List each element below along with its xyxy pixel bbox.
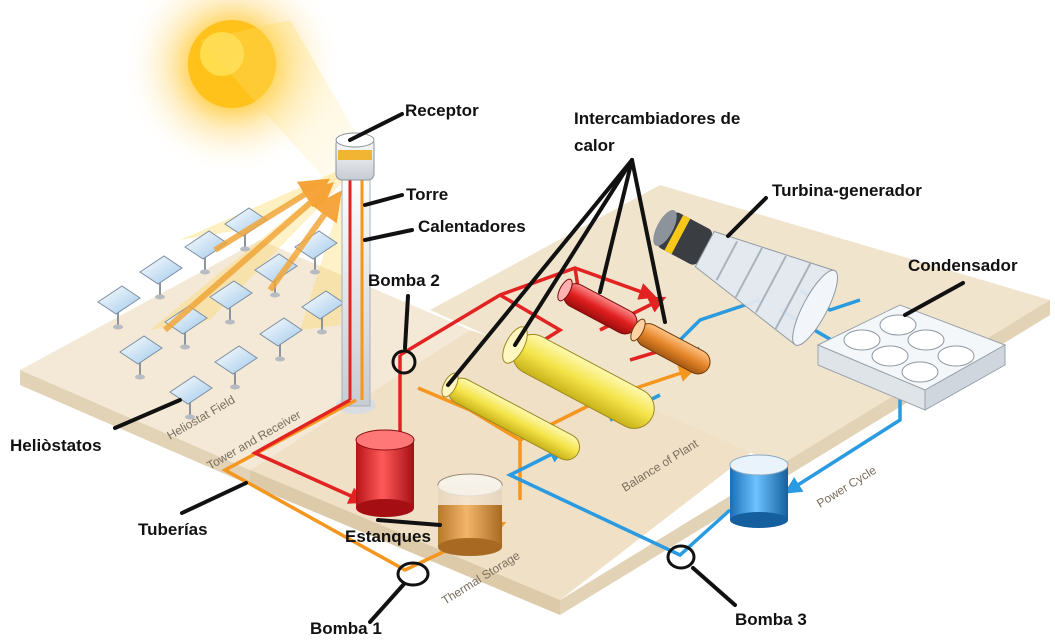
label-turbina-generador: Turbina-generador: [772, 181, 922, 200]
cold-tank: [437, 473, 503, 556]
heliostat-mirror: [119, 335, 163, 380]
label-tuberias: Tuberías: [138, 520, 208, 539]
label-bomba-2: Bomba 2: [368, 271, 440, 290]
heliostat-mirror: [301, 290, 345, 335]
turbine-generator: [653, 209, 838, 346]
pump-1-marker: [396, 561, 430, 587]
heliostat-mirror: [169, 375, 213, 420]
heliostat-mirror: [164, 305, 208, 350]
pump-2-marker: [391, 349, 417, 375]
label-calentadores: Calentadores: [418, 217, 526, 236]
heliostat-mirror: [139, 255, 183, 300]
water-tank: [729, 454, 789, 528]
pump-3-marker: [666, 544, 696, 570]
heliostat-mirror: [209, 280, 253, 325]
label-intercambiadores-line1: Intercambiadores de: [574, 109, 740, 128]
heliostat-mirror: [97, 285, 141, 330]
label-receptor: Receptor: [405, 101, 479, 120]
heliostat-mirror: [259, 317, 303, 362]
heliostat-mirror: [254, 253, 298, 298]
hot-tank: [355, 429, 415, 517]
label-bomba-1: Bomba 1: [310, 619, 382, 638]
label-estanques: Estanques: [345, 527, 431, 546]
label-heliostatos: Heliòstatos: [10, 436, 102, 455]
heliostat-field: [97, 207, 345, 420]
label-condensador: Condensador: [908, 256, 1018, 275]
label-torre: Torre: [406, 185, 448, 204]
label-intercambiadores-line2: calor: [574, 136, 615, 155]
pump-markers: [391, 349, 696, 587]
callout-lines: [113, 112, 965, 624]
heliostat-mirror: [214, 345, 258, 390]
label-bomba-3: Bomba 3: [735, 610, 807, 629]
tower: [335, 132, 376, 414]
condenser: [816, 304, 1007, 411]
heat-exchanger-reheater: [630, 318, 711, 375]
reflected-beam-arrows: [163, 178, 343, 333]
ground-platform: [20, 185, 1050, 615]
